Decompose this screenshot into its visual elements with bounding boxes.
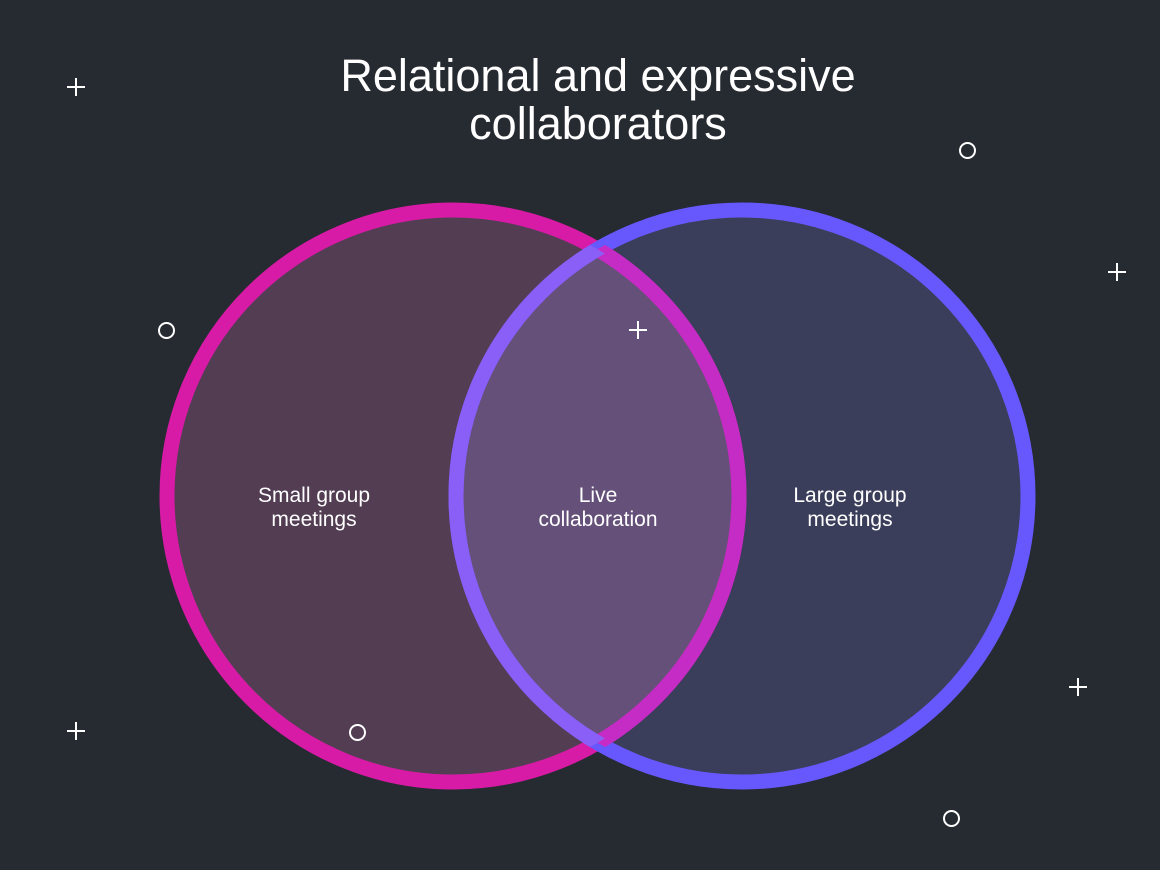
plus-icon: [1108, 263, 1126, 281]
title-line-2: collaborators: [469, 98, 727, 149]
plus-icon: [67, 78, 85, 96]
plus-icon: [629, 321, 647, 339]
circle-icon: [158, 322, 175, 339]
circle-icon: [943, 810, 960, 827]
venn-overlap-label-line-1: Live: [578, 484, 618, 507]
venn-overlap-label-line-2: collaboration: [538, 508, 658, 531]
plus-icon: [67, 722, 85, 740]
venn-overlap-fill: [456, 210, 739, 782]
venn-left-outline-overlap: [456, 210, 747, 782]
venn-left-label-line-1: Small group: [257, 484, 371, 507]
venn-overlap-label: Live collaboration: [498, 484, 698, 532]
venn-right-label: Large group meetings: [750, 484, 950, 532]
diagram-title: Relational and expressive collaborators: [0, 52, 1160, 148]
venn-right-label-line-2: meetings: [807, 508, 893, 531]
venn-left-label-line-2: meetings: [271, 508, 357, 531]
venn-left-label: Small group meetings: [214, 484, 414, 532]
title-line-1: Relational and expressive: [340, 50, 856, 101]
plus-icon: [1069, 678, 1087, 696]
circle-icon: [959, 142, 976, 159]
circle-icon: [349, 724, 366, 741]
venn-right-label-line-1: Large group: [793, 484, 907, 507]
venn-right-outline-overlap: [448, 210, 739, 782]
